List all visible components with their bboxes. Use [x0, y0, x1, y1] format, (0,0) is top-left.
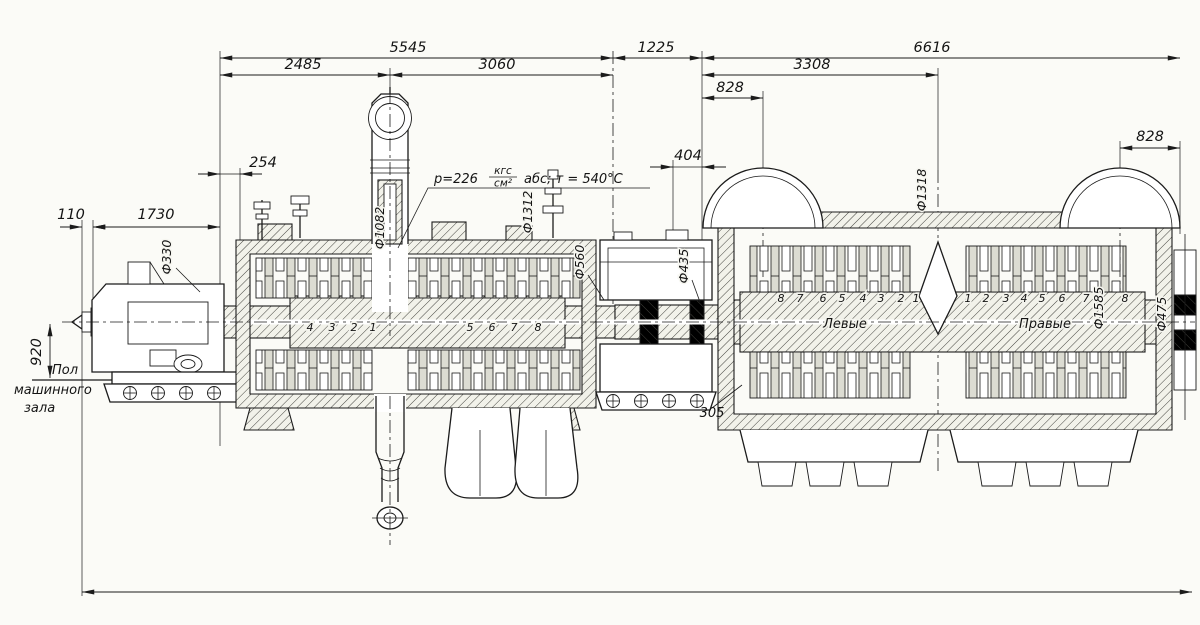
hp-lower-pipe	[372, 394, 408, 545]
phi-330-label: Ф330	[159, 240, 174, 275]
lp-stage: 4	[860, 292, 867, 305]
dim-1225-value: 1225	[638, 40, 675, 56]
anchor-bolt	[207, 386, 221, 400]
phi-560-label: Ф560	[572, 245, 587, 280]
dim-110-value: 110	[57, 207, 85, 223]
phi-1585-label: Ф1585	[1091, 287, 1106, 330]
lp-turbine-section	[702, 167, 1197, 487]
floor-label-line3: зала	[24, 401, 55, 416]
anchor-bolt	[662, 394, 676, 408]
hp-turbine-section: p=226 кгс см² абс; т = 540°C	[235, 87, 650, 545]
dim-828-right-value: 828	[1136, 129, 1164, 145]
dim-305-value: 305	[700, 406, 725, 421]
phi-1312-label: Ф1312	[520, 191, 535, 234]
dim-2485: 2485	[220, 57, 390, 78]
dim-404: 404	[650, 148, 726, 170]
dim-920: 920	[29, 324, 53, 378]
phi-1082-label: Ф1082	[372, 207, 387, 250]
hp-stage: 2	[351, 321, 358, 334]
anchor-bolt	[634, 394, 648, 408]
lp-flow-labels: Левые Правые	[820, 315, 1072, 334]
dim-2485-value: 2485	[285, 57, 322, 73]
floor-label-line1: Пол	[52, 363, 78, 378]
diameter-labels: Ф330 Ф1082 Ф1312 Ф560 Ф435 Ф1318 Ф1585 Ф…	[158, 167, 1171, 333]
dim-828-left-value: 828	[716, 80, 744, 96]
steam-pressure-frac-den: см²	[494, 178, 513, 190]
phi-435-label: Ф435	[676, 249, 691, 284]
lp-stage: 7	[797, 292, 804, 305]
dim-5545-value: 5545	[390, 40, 427, 56]
steam-pressure-prefix: p=226	[433, 172, 478, 187]
lp-stage: 7	[1083, 292, 1090, 305]
condenser-pads	[757, 461, 1113, 487]
lp-stage: 5	[839, 292, 846, 305]
steam-pressure-frac-num: кгс	[494, 165, 512, 177]
lp-stage: 8	[1122, 292, 1129, 305]
lp-stage: 6	[1059, 292, 1066, 305]
rear-gland-end	[1173, 234, 1197, 420]
lp-stage: 2	[898, 292, 905, 305]
lp-stage-numbers-left: 8 7 6 5 4 3 2 1	[776, 290, 922, 307]
dim-305: 305	[700, 406, 725, 421]
lp-stage: 8	[778, 292, 785, 305]
dim-1225: 1225	[613, 40, 702, 61]
dim-110: 110	[57, 207, 113, 230]
hp-stage: 1	[370, 321, 377, 334]
hp-stage: 3	[329, 321, 336, 334]
lp-stage: 5	[1039, 292, 1046, 305]
hp-stage: 5	[467, 321, 474, 334]
dim-920-value: 920	[29, 338, 45, 366]
lp-stage: 3	[878, 292, 885, 305]
anchor-bolt	[179, 386, 193, 400]
dim-404-value: 404	[674, 148, 702, 164]
lp-stage: 1	[965, 292, 972, 305]
dim-3308: 3308	[702, 57, 938, 78]
dim-1730-value: 1730	[138, 207, 175, 223]
dim-6616-value: 6616	[914, 40, 951, 56]
machine-hall-floor-label: Пол машинного зала	[14, 363, 92, 416]
dim-5545: 5545	[220, 40, 613, 61]
lp-stage-numbers-right: 1 2 3 4 5 6 7 8	[963, 290, 1131, 307]
hp-stage-numbers: 4 3 2 1 5 6 7 8	[305, 319, 544, 336]
anchor-bolt	[151, 386, 165, 400]
lp-stage: 4	[1021, 292, 1028, 305]
lp-flow-label-right: Правые	[1019, 317, 1071, 332]
lp-stage: 2	[983, 292, 990, 305]
hp-stage: 7	[511, 321, 518, 334]
dim-828-left: 828	[702, 80, 763, 101]
dim-254: 254	[198, 155, 277, 177]
dim-6616: 6616	[702, 40, 1180, 61]
hp-stage: 8	[535, 321, 542, 334]
lp-stage: 3	[1003, 292, 1010, 305]
middle-bearing-block	[587, 229, 717, 411]
lp-inlet-pipe-left	[702, 167, 824, 229]
dim-3308-value: 3308	[794, 57, 831, 73]
dim-3060: 3060	[390, 57, 613, 78]
dim-254-value: 254	[249, 155, 277, 171]
anchor-bolt	[123, 386, 137, 400]
oil-pump-unit	[70, 261, 249, 403]
lp-inlet-pipe-right	[1059, 167, 1181, 229]
phi-475-label: Ф475	[1154, 297, 1169, 332]
floor-label-line2: машинного	[14, 383, 92, 398]
dim-3060-value: 3060	[479, 57, 516, 73]
dim-828-right: 828	[1120, 129, 1180, 151]
hp-stage: 4	[307, 321, 314, 334]
steam-conditions-label: p=226 кгс см² абс; т = 540°C	[397, 165, 650, 249]
main-steam-valve	[368, 87, 412, 336]
dimension-annotations: 5545 1225 6616 2485 3060 3308 828 828	[29, 40, 1192, 595]
anchor-bolt	[606, 394, 620, 408]
lp-flow-label-left: Левые	[822, 317, 867, 332]
lp-stage: 6	[820, 292, 827, 305]
dim-1730: 1730	[93, 207, 220, 230]
lp-stage: 1	[913, 292, 920, 305]
steam-temperature-label: абс; т = 540°C	[524, 172, 624, 187]
hp-stage: 6	[489, 321, 496, 334]
phi-1318-label: Ф1318	[914, 169, 929, 212]
